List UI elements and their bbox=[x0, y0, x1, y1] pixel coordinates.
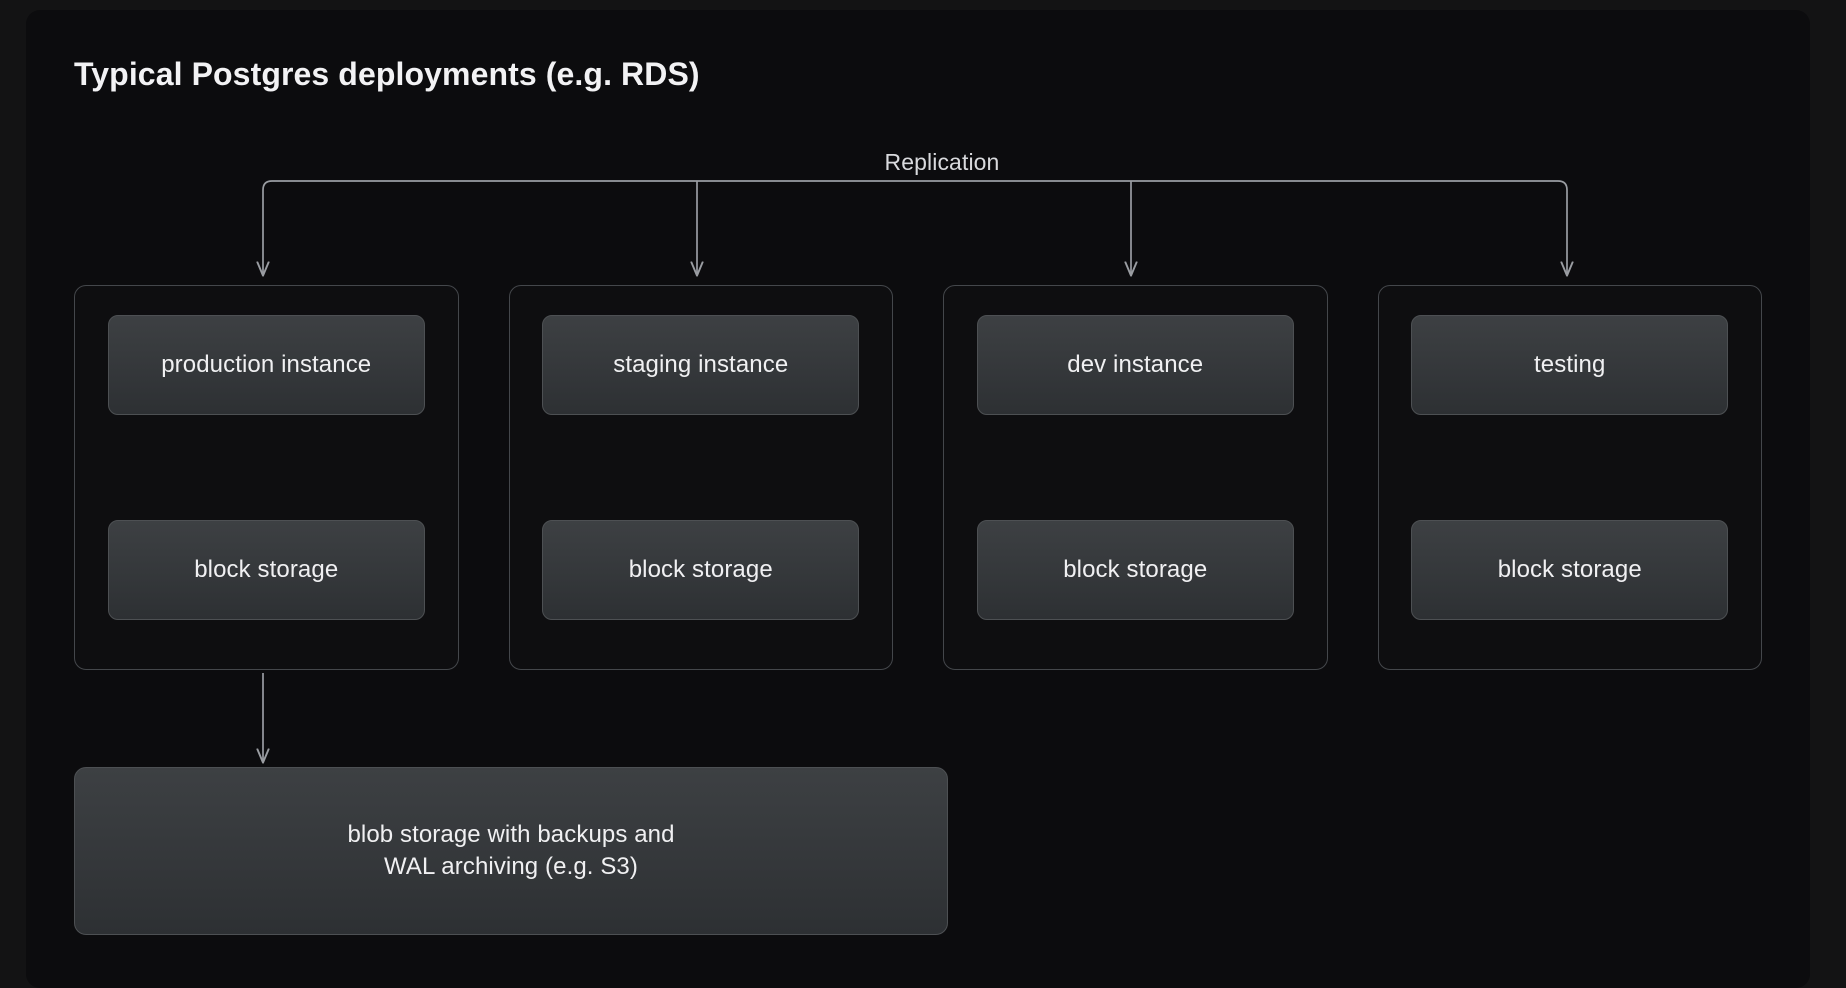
edge-replication-bus bbox=[263, 180, 1567, 275]
deployment-column-dev: dev instance block storage bbox=[943, 285, 1328, 670]
deployment-column-production: production instance block storage bbox=[74, 285, 459, 670]
node-staging-instance[interactable]: staging instance bbox=[542, 315, 860, 415]
node-dev-instance[interactable]: dev instance bbox=[976, 315, 1294, 415]
blob-storage-line-1: blob storage with backups and bbox=[347, 821, 675, 849]
slide-canvas: Typical Postgres deployments (e.g. RDS) … bbox=[26, 10, 1810, 988]
node-production-instance[interactable]: production instance bbox=[107, 315, 425, 415]
node-production-block-storage[interactable]: block storage bbox=[107, 520, 425, 620]
node-testing-instance[interactable]: testing bbox=[1411, 315, 1729, 415]
replication-label: Replication bbox=[26, 149, 1810, 176]
node-dev-block-storage[interactable]: block storage bbox=[976, 520, 1294, 620]
node-staging-block-storage[interactable]: block storage bbox=[542, 520, 860, 620]
page-title: Typical Postgres deployments (e.g. RDS) bbox=[74, 56, 700, 92]
deployment-columns: production instance block storage stagin… bbox=[74, 285, 1762, 670]
blob-storage-line-2: WAL archiving (e.g. S3) bbox=[384, 853, 638, 880]
node-blob-storage[interactable]: blob storage with backups and WAL archiv… bbox=[74, 767, 948, 935]
deployment-column-staging: staging instance block storage bbox=[508, 285, 893, 670]
node-testing-block-storage[interactable]: block storage bbox=[1411, 520, 1729, 620]
deployment-column-testing: testing block storage bbox=[1377, 285, 1762, 670]
replication-label-text: Replication bbox=[884, 149, 1000, 175]
